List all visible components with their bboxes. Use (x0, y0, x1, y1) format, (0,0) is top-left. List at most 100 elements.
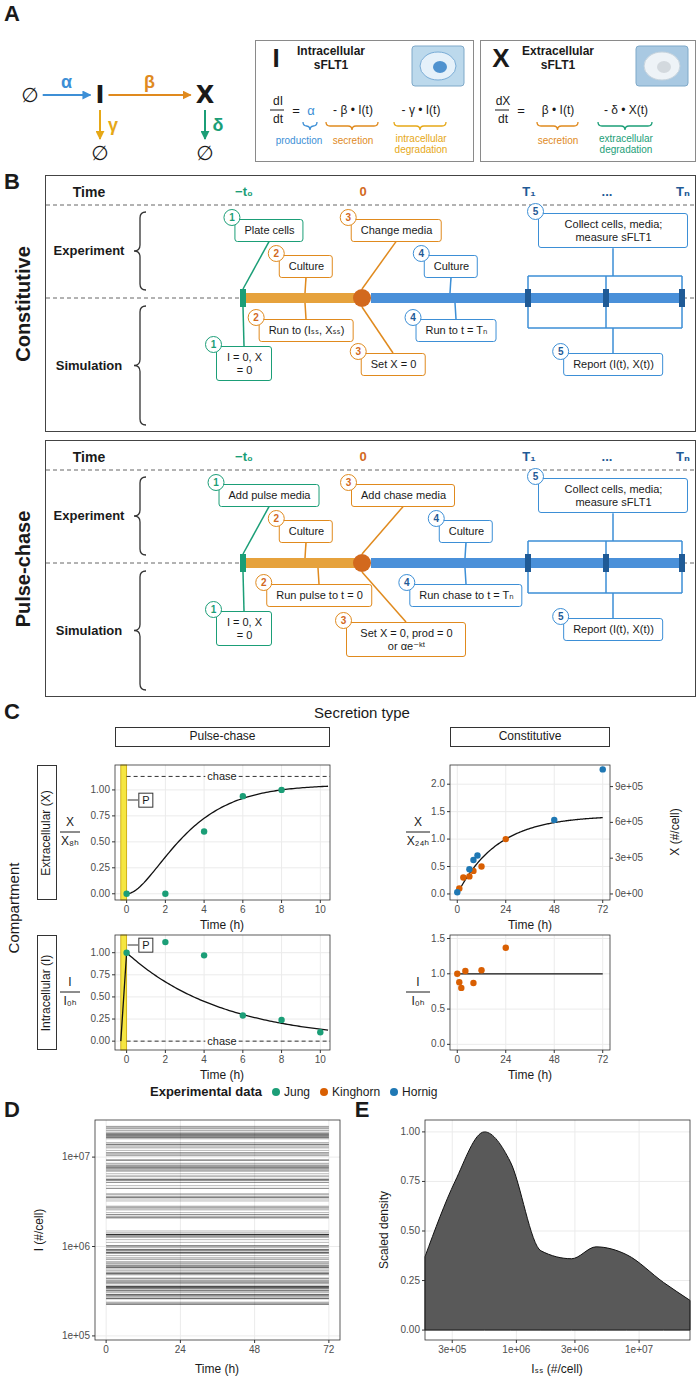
node-text: dt (273, 113, 283, 127)
node-text: dI (273, 95, 283, 109)
phase-label: chase (205, 1035, 238, 1048)
node-text: Tₙ (676, 185, 690, 200)
model-curve (121, 953, 328, 1041)
tick-label: 0.5 (431, 861, 445, 873)
term-brace (394, 122, 446, 130)
tick-label: 2 (163, 1054, 169, 1066)
tick-label: 48 (249, 1344, 260, 1356)
data-point (162, 891, 168, 897)
axis-title: Time (h) (200, 1069, 244, 1083)
step-number: 5 (552, 608, 569, 625)
fraction-bar (270, 110, 284, 111)
legend-item: Jung (272, 1085, 310, 1099)
tick-label: 0.0 (431, 1039, 445, 1051)
trajectory-line (106, 1179, 329, 1180)
trajectory-line (106, 1209, 329, 1210)
node-text: Run chase to t = Tₙ (419, 589, 513, 602)
node-text: = (517, 104, 525, 119)
trajectory-line (106, 1206, 329, 1207)
grid-line (425, 1131, 690, 1132)
trajectory-line (106, 1136, 329, 1137)
tick-label: 3e+05 (438, 1344, 466, 1356)
trajectory-line (106, 1237, 329, 1238)
state-symbol: I (94, 82, 107, 108)
trajectory-line (106, 1295, 329, 1296)
trajectory-line (106, 1142, 329, 1143)
data-point (201, 828, 207, 834)
tick-mark (112, 789, 115, 790)
timeline-start (240, 554, 246, 572)
timeline-sample (603, 554, 609, 572)
trajectory-line (106, 1165, 329, 1166)
facet-title: Compartment (5, 863, 22, 954)
tick-label: 1.0 (431, 968, 445, 980)
trajectory-line (106, 1278, 329, 1279)
node-text: X (196, 83, 215, 107)
trajectory-line (106, 1166, 329, 1167)
trajectory-line (106, 1196, 329, 1197)
trajectory-line (106, 1235, 329, 1236)
axis-title: Scaled density (378, 1191, 392, 1269)
trajectory-line (106, 1274, 329, 1275)
trajectory-line (106, 1170, 329, 1171)
leader-line (128, 945, 138, 946)
pulse-band (121, 765, 127, 900)
step-number: 4 (405, 309, 422, 326)
trajectory-line (106, 1200, 329, 1201)
trajectory-line (106, 1126, 329, 1127)
step-number: 5 (527, 203, 544, 220)
grid-line (450, 839, 610, 840)
compartment-box: IIntracellular sFLT1dIdt=α- β • I(t)- γ … (255, 40, 474, 162)
node-text: Culture (289, 260, 324, 273)
node-text: Pulse-chase (12, 511, 35, 628)
tick-label: 0.00 (91, 888, 110, 900)
grid-line (115, 893, 330, 894)
trajectory-line (106, 1281, 329, 1282)
tick-mark (112, 867, 115, 868)
step-number: 1 (208, 474, 225, 491)
trajectory-line (106, 1262, 329, 1263)
panel-background (95, 1120, 340, 1340)
data-point (454, 971, 460, 977)
data-point (456, 979, 462, 985)
node-text: - β • I(t) (333, 104, 373, 118)
node-text: 0 (359, 450, 366, 465)
panel-letter: E (355, 1097, 370, 1122)
tick-label: 0e+00 (615, 888, 643, 900)
step-number: 3 (335, 612, 352, 629)
trajectory-line (106, 1178, 329, 1179)
axis-title: I (#/cell) (33, 1209, 47, 1252)
node-text: Culture (449, 525, 484, 538)
trajectory-line (106, 1267, 329, 1268)
tick-mark (112, 1041, 115, 1042)
tick-mark (92, 1246, 95, 1247)
trajectory-line (106, 1304, 329, 1305)
grid-line (602, 935, 603, 1050)
grid-line (554, 765, 555, 900)
leader-line (128, 800, 138, 801)
tick-label: 1e+06 (62, 1241, 90, 1253)
trajectory-line (106, 1143, 329, 1144)
tick-label: 3e+05 (615, 852, 643, 864)
node-text: I (96, 83, 105, 107)
facet-strip: Extracellular (X) (37, 765, 57, 900)
tick-label: 1.00 (91, 947, 110, 959)
step-number: 3 (340, 474, 357, 491)
tick-label: 0.75 (401, 1176, 420, 1188)
tick-label: 4 (201, 904, 207, 916)
timeline-sample (679, 289, 685, 307)
panel-background (425, 1120, 690, 1340)
term-brace (598, 122, 652, 130)
trajectory-line (106, 1163, 329, 1164)
trajectory-line (106, 1135, 329, 1136)
trajectory-line (106, 1273, 329, 1274)
tick-mark (180, 1340, 181, 1343)
trajectory-line (106, 1128, 329, 1129)
step-number: 5 (552, 343, 569, 360)
trajectory-line (106, 1214, 329, 1215)
leader-line (243, 242, 269, 289)
tick-label: 2 (163, 904, 169, 916)
trajectory-line (106, 1294, 329, 1295)
data-point (470, 980, 476, 986)
tick-label: 0.0 (431, 888, 445, 900)
